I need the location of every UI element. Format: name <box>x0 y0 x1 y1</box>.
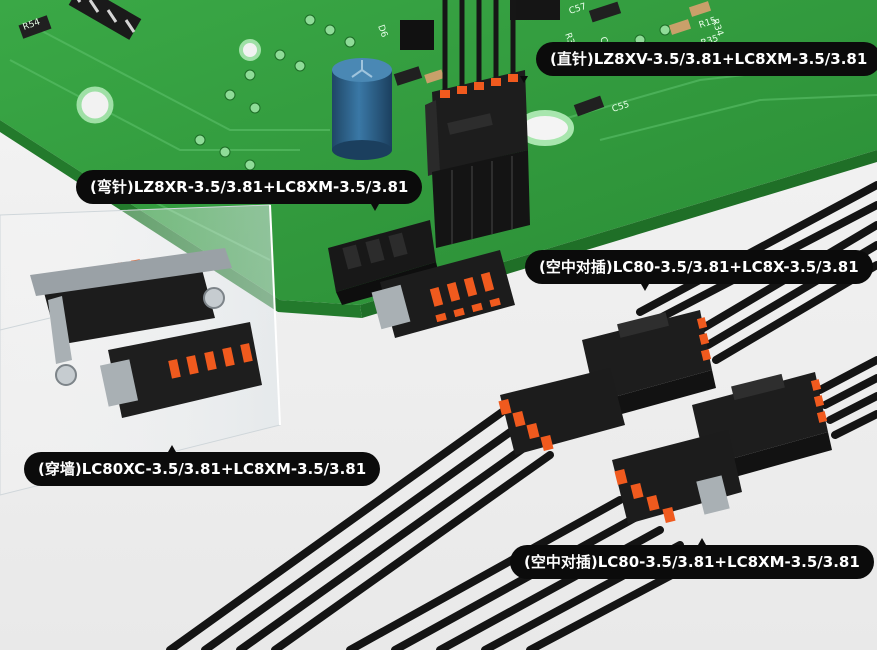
callout-pointer-in-air-mating-2 <box>698 538 706 545</box>
callout-vertical-pin: (直针)LZ8XV-3.5/3.81+LC8XM-3.5/3.81 <box>536 42 877 76</box>
pcb-label-d6: D6 <box>375 24 389 40</box>
in-air-mating-connector-pair-2 <box>612 372 832 524</box>
panel-feedthrough-connector <box>30 248 262 418</box>
callout-in-air-mating-1: (空中对插)LC80-3.5/3.81+LC8X-3.5/3.81 <box>525 250 873 284</box>
callout-pointer-vertical-pin <box>520 76 528 83</box>
callout-pointer-in-air-mating-1 <box>641 284 649 291</box>
vertical-pin-connector <box>425 0 530 248</box>
cable-bundle <box>166 181 877 650</box>
callout-panel-feedthrough: (穿墙)LC80XC-3.5/3.81+LC8XM-3.5/3.81 <box>24 452 381 486</box>
callout-in-air-mating-2: (空中对插)LC80-3.5/3.81+LC8XM-3.5/3.81 <box>510 545 874 579</box>
callout-pointer-right-angle-pin <box>371 204 379 211</box>
electrolytic-capacitor <box>332 58 392 160</box>
callout-right-angle-pin: (弯针)LZ8XR-3.5/3.81+LC8XM-3.5/3.81 <box>76 170 423 204</box>
in-air-mating-connector-pair-1 <box>498 310 716 455</box>
callout-pointer-panel-feedthrough <box>168 445 176 452</box>
right-angle-pin-connector <box>328 220 515 338</box>
